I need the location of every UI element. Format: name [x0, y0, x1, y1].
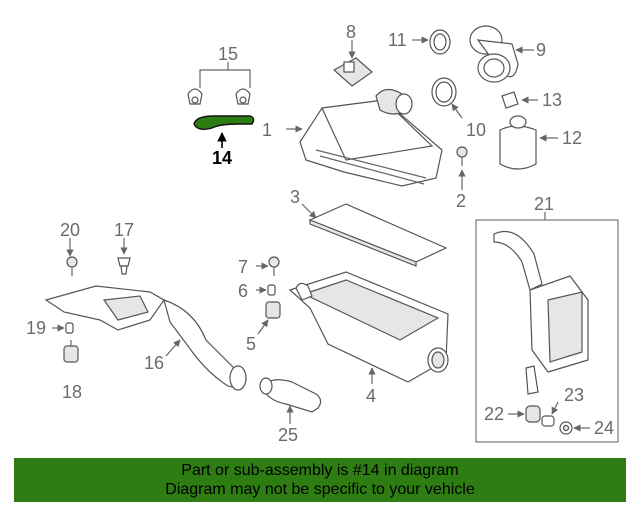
part-19-grommet: [52, 322, 74, 334]
part-7-bolt: [256, 256, 280, 276]
part-20-bolt: [66, 238, 78, 276]
callout-12: 12: [562, 128, 582, 148]
part-3-filter: [301, 203, 448, 267]
callout-10: 10: [466, 120, 486, 140]
part-17-clip: [117, 238, 131, 275]
part-22-grommet: [508, 405, 541, 423]
callout-21: 21: [534, 194, 554, 214]
part-8-sensor: [332, 40, 373, 87]
callout-17: 17: [114, 220, 134, 240]
part-9-duct: [469, 25, 534, 83]
callout-14-highlighted: 14: [212, 148, 232, 168]
callout-18: 18: [62, 382, 82, 402]
part-21-assembly-box: [475, 212, 619, 443]
callout-22: 22: [484, 404, 504, 424]
part-11-clamp: [412, 29, 451, 55]
banner-line-2: Diagram may not be specific to your vehi…: [165, 481, 475, 498]
banner-line-1: Part or sub-assembly is #14 in diagram: [181, 462, 459, 479]
part-10-clamp: [431, 77, 463, 119]
callout-9: 9: [536, 40, 546, 60]
part-15-clips: [187, 62, 251, 105]
callout-5: 5: [246, 334, 256, 354]
info-banner: Part or sub-assembly is #14 in diagram D…: [14, 458, 626, 502]
callout-23: 23: [564, 385, 584, 405]
callout-19: 19: [26, 318, 46, 338]
callout-15: 15: [218, 44, 238, 64]
part-23-collar: [541, 401, 559, 427]
part-6-grommet: [256, 284, 276, 296]
callout-20: 20: [60, 220, 80, 240]
callout-13: 13: [542, 90, 562, 110]
callout-6: 6: [238, 281, 248, 301]
part-25-hose: [259, 377, 322, 424]
part-4-lower-housing: [288, 271, 449, 384]
part-2-bolt: [456, 146, 468, 190]
part-18-mount: [63, 340, 79, 363]
part-1-upper-housing: [286, 88, 443, 187]
callout-4: 4: [366, 386, 376, 406]
part-5-mount: [257, 301, 281, 335]
part-16-snorkel: [44, 285, 247, 391]
callout-16: 16: [144, 353, 164, 373]
part-12-resonator: [499, 115, 558, 170]
callout-2: 2: [456, 191, 466, 211]
part-24-nut: [559, 421, 590, 435]
callout-25: 25: [278, 425, 298, 445]
callout-24: 24: [594, 418, 614, 438]
callout-7: 7: [238, 257, 248, 277]
callout-3: 3: [290, 187, 300, 207]
part-14-highlighted[interactable]: [193, 115, 255, 148]
callout-11: 11: [388, 30, 407, 50]
callout-8: 8: [346, 22, 356, 42]
part-13-clip: [501, 91, 538, 109]
callout-1: 1: [262, 120, 272, 140]
